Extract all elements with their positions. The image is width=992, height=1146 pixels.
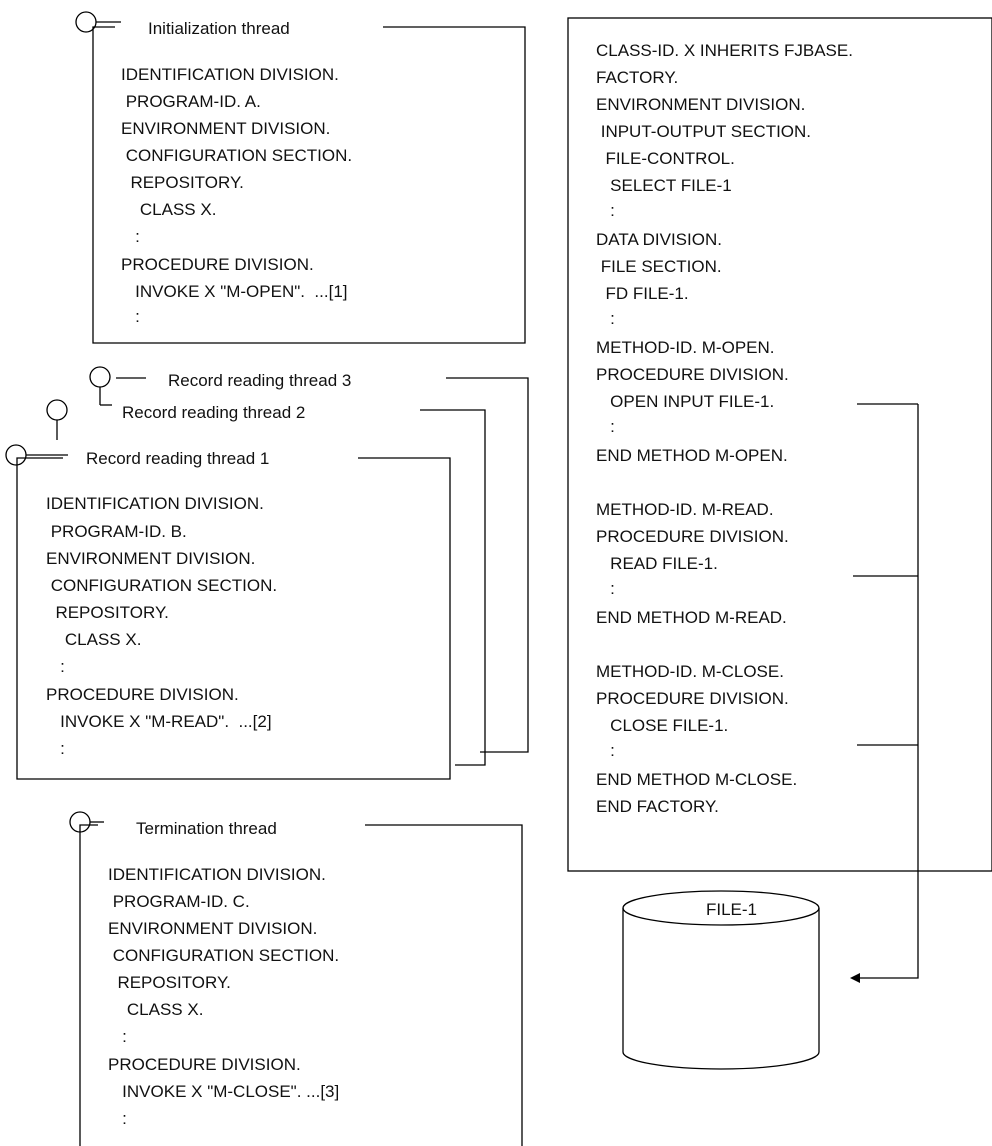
termination-thread-title: Termination thread [136, 819, 277, 838]
init-thread-title: Initialization thread [148, 19, 290, 38]
disk-body-icon [622, 908, 820, 1070]
record-thread-2-box: Record reading thread 2 [46, 399, 486, 766]
thread-icon [46, 399, 68, 421]
record-thread-3-box: Record reading thread 3 [89, 366, 529, 753]
record-thread-2-title: Record reading thread 2 [122, 403, 305, 422]
file-access-line [858, 404, 919, 979]
disk-top-icon [622, 890, 820, 926]
init-thread-box: Initialization thread IDENTIFICATION DIV… [75, 0, 526, 344]
thread-icon [75, 11, 97, 33]
init-thread-code: IDENTIFICATION DIVISION. PROGRAM-ID. A. … [121, 0, 385, 326]
file-1-label: FILE-1 [706, 900, 757, 919]
class-x-code: CLASS-ID. X INHERITS FJBASE. FACTORY. EN… [596, 41, 853, 816]
record-thread-1-box: Record reading thread 1 IDENTIFICATION D… [0, 0, 451, 780]
arrow-head-icon [850, 973, 860, 983]
record-thread-1-title: Record reading thread 1 [86, 449, 269, 468]
record-thread-code: IDENTIFICATION DIVISION. PROGRAM-ID. B. … [0, 0, 310, 758]
file-1-disk: FILE-1 [622, 890, 820, 1070]
termination-thread-code: IDENTIFICATION DIVISION. PROGRAM-ID. C. … [0, 0, 372, 1128]
thread-icon [89, 366, 111, 388]
file-access-connectors [850, 403, 919, 983]
record-thread-3-title: Record reading thread 3 [168, 371, 351, 390]
thread-icon [5, 444, 27, 466]
termination-thread-box: Termination thread IDENTIFICATION DIVISI… [0, 0, 523, 1146]
class-x-box: CLASS-ID. X INHERITS FJBASE. FACTORY. EN… [567, 17, 992, 872]
